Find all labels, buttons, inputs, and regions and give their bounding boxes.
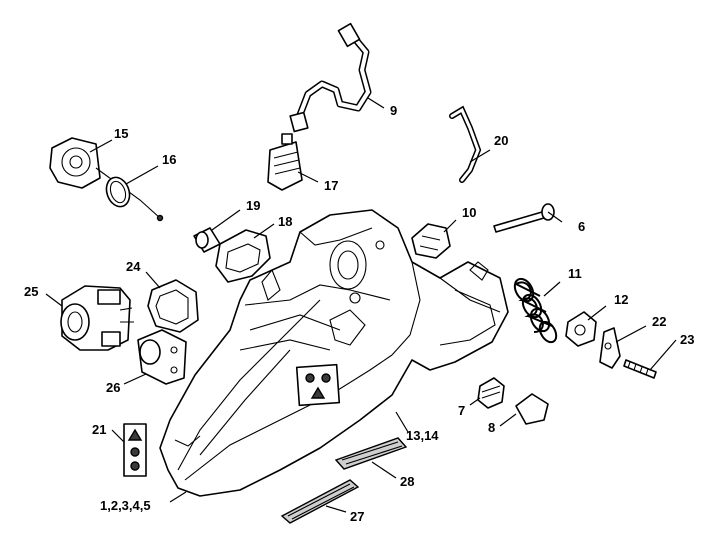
bolt-6 bbox=[493, 203, 555, 233]
cover-18 bbox=[215, 229, 271, 283]
fuel-filter-17 bbox=[267, 133, 303, 191]
warning-label-21 bbox=[123, 423, 147, 477]
callout-9: 9 bbox=[390, 103, 397, 118]
callout-18: 18 bbox=[278, 214, 292, 229]
callout-8: 8 bbox=[488, 420, 495, 435]
leader-lines bbox=[45, 97, 677, 513]
fuel-hose-9 bbox=[289, 22, 372, 133]
hose-20 bbox=[449, 105, 482, 183]
plate-22 bbox=[599, 327, 621, 369]
cap-8 bbox=[515, 393, 549, 425]
callout-22: 22 bbox=[652, 314, 666, 329]
carburetor-25 bbox=[60, 285, 134, 351]
callout-13-14: 13,14 bbox=[406, 428, 439, 443]
main-housing bbox=[159, 209, 509, 497]
callout-20: 20 bbox=[494, 133, 508, 148]
callout-10: 10 bbox=[462, 205, 476, 220]
callout-27: 27 bbox=[350, 509, 364, 524]
sleeve-19 bbox=[193, 227, 221, 253]
callout-28: 28 bbox=[400, 474, 414, 489]
buffer-10 bbox=[411, 223, 451, 259]
callout-12: 12 bbox=[614, 292, 628, 307]
callout-1-2-3-4-5: 1,2,3,4,5 bbox=[100, 498, 151, 513]
callout-17: 17 bbox=[324, 178, 338, 193]
screw-23 bbox=[623, 359, 657, 379]
sticker-28 bbox=[334, 437, 408, 470]
callout-16: 16 bbox=[162, 152, 176, 167]
intake-26 bbox=[137, 329, 187, 385]
oil-pump-15 bbox=[49, 137, 164, 222]
spring-11 bbox=[513, 277, 558, 344]
nut-12 bbox=[565, 311, 597, 347]
callout-25: 25 bbox=[24, 284, 38, 299]
o-ring-16 bbox=[105, 176, 131, 208]
sticker-27 bbox=[280, 479, 360, 524]
callout-24: 24 bbox=[126, 259, 141, 274]
callout-15: 15 bbox=[114, 126, 128, 141]
gasket-24 bbox=[147, 279, 199, 333]
callout-21: 21 bbox=[92, 422, 106, 437]
callout-7: 7 bbox=[458, 403, 465, 418]
callout-19: 19 bbox=[246, 198, 260, 213]
callout-6: 6 bbox=[578, 219, 585, 234]
callout-23: 23 bbox=[680, 332, 694, 347]
callout-11: 11 bbox=[568, 266, 582, 281]
plug-7 bbox=[477, 377, 505, 409]
callout-labels: 1,2,3,4,5 6 7 8 9 10 11 12 13,14 15 16 1… bbox=[24, 103, 694, 524]
callout-26: 26 bbox=[106, 380, 120, 395]
